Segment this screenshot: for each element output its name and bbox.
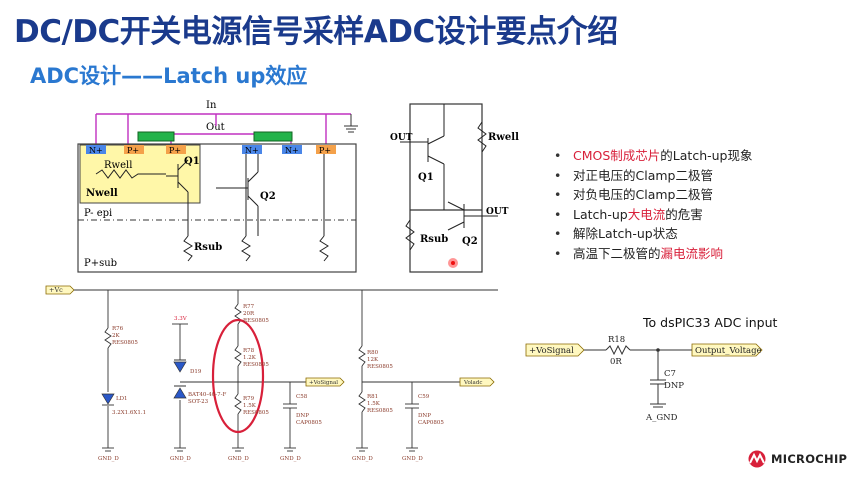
adc-out-tag: Output_Voltage: [695, 346, 762, 356]
r76-ref: R76: [112, 326, 124, 332]
vosignal-tag: +VoSignal: [309, 380, 338, 386]
c58-pkg: CAP0805: [296, 420, 322, 426]
microchip-logo-icon: [748, 450, 766, 468]
c7-val: DNP: [664, 381, 684, 391]
voladc-tag: Voladc: [463, 380, 482, 386]
d19-ref: D19: [190, 369, 202, 375]
r18-val: 0R: [610, 357, 622, 367]
adc-sampling-schematic: +Vc: [45, 285, 498, 462]
p-plus-2: P+: [169, 146, 181, 155]
r76-pkg: RES0805: [112, 340, 138, 346]
c58-ref: C58: [296, 394, 308, 400]
r80-ref: R80: [367, 350, 379, 356]
gnd-3: GND_D: [228, 456, 249, 462]
microchip-logo-text: MICROCHIP: [771, 452, 848, 466]
p-epi-label: P- epi: [84, 208, 112, 219]
gnd-2: GND_D: [170, 456, 191, 462]
adc-gnd: A_GND: [645, 413, 678, 423]
r78-ref: R78: [243, 348, 255, 354]
r18-ref: R18: [608, 335, 625, 345]
eq-rsub: Rsub: [420, 234, 448, 245]
bullet-item: 解除Latch-up状态: [548, 224, 753, 244]
vc-tag: +Vc: [49, 286, 63, 294]
adc-in-tag: +VoSignal: [529, 346, 574, 356]
highlight-ellipse: [211, 318, 265, 434]
gate-right: [253, 131, 293, 142]
r79-ref: R79: [243, 396, 255, 402]
bullet-item: 高温下二极管的漏电流影响: [548, 244, 753, 264]
q2-label: Q2: [260, 191, 276, 202]
c7-ref: C7: [664, 369, 676, 379]
n-plus-2: N+: [245, 146, 259, 155]
gnd-6: GND_D: [402, 456, 423, 462]
gnd-4: GND_D: [280, 456, 301, 462]
c58-val: DNP: [296, 413, 309, 419]
bat-pkg: SOT-23: [188, 399, 209, 405]
r77-pkg: RES0805: [243, 318, 269, 324]
page-title: DC/DC开关电源信号采样ADC设计要点介绍: [14, 14, 618, 50]
bullet-list: CMOS制成芯片的Latch-up现象 对正电压的Clamp二极管 对负电压的C…: [548, 146, 753, 263]
p-plus-1: P+: [127, 146, 139, 155]
bullet-item: Latch-up大电流的危害: [548, 205, 753, 225]
in-label: In: [206, 100, 217, 111]
eq-out-top: OUT: [390, 133, 413, 143]
adc-heading: To dsPIC33 ADC input: [643, 315, 778, 330]
r76-val: 2K: [112, 333, 120, 339]
bat-part: BAT40-40-7-F: [188, 392, 226, 398]
r80-val: 12K: [367, 357, 379, 363]
eq-q1: Q1: [418, 172, 434, 183]
r78-pkg: RES0805: [243, 362, 269, 368]
bullet-item: 对正电压的Clamp二极管: [548, 166, 753, 186]
gate-left: [137, 131, 175, 142]
r80-pkg: RES0805: [367, 364, 393, 370]
c59-val: DNP: [418, 413, 431, 419]
r77-val: 20R: [243, 311, 255, 317]
bullet-item: 对负电压的Clamp二极管: [548, 185, 753, 205]
r81-ref: R81: [367, 394, 378, 400]
r79-val: 1.5K: [243, 403, 257, 409]
r77-ref: R77: [243, 304, 255, 310]
c59-pkg: CAP0805: [418, 420, 444, 426]
eq-out-right: OUT: [486, 207, 509, 217]
gnd-1: GND_D: [98, 456, 119, 462]
r78-val: 1.2K: [243, 355, 257, 361]
c59-ref: C59: [418, 394, 430, 400]
p-plus-3: P+: [319, 146, 331, 155]
ld1-pkg: 3.2X1.6X1.1: [112, 410, 146, 416]
n-plus-3: N+: [285, 146, 299, 155]
rwell-label: Rwell: [104, 160, 132, 171]
microchip-logo: MICROCHIP: [746, 450, 847, 468]
ld1-ref: LD1: [116, 396, 128, 402]
gnd-5: GND_D: [352, 456, 373, 462]
eq-rwell: Rwell: [488, 132, 519, 143]
n-plus-1: N+: [89, 146, 103, 155]
nwell-label: Nwell: [86, 188, 118, 199]
r81-val: 1.5K: [367, 401, 381, 407]
cmos-cross-section-diagram: In Out N+ P+ P+ N+ N+ P+ Rwell Nwell: [77, 100, 358, 273]
rsub-label: Rsub: [194, 242, 222, 253]
latchup-equivalent-circuit: OUT Rwell Q1 OUT Q2 Rsub: [390, 103, 519, 273]
bullet-item: CMOS制成芯片的Latch-up现象: [548, 146, 753, 166]
eq-q2: Q2: [462, 236, 478, 247]
out-label: Out: [206, 122, 225, 133]
p-sub-label: P+sub: [84, 258, 117, 269]
r79-pkg: RES0805: [243, 410, 269, 416]
adc-input-circuit: +VoSignal R18 0R Output_Voltage C7 DNP A…: [525, 335, 763, 423]
page-subtitle: ADC设计——Latch up效应: [30, 64, 308, 88]
q1-label: Q1: [184, 156, 200, 167]
r81-pkg: RES0805: [367, 408, 393, 414]
v33-label: 3.3V: [174, 316, 188, 322]
